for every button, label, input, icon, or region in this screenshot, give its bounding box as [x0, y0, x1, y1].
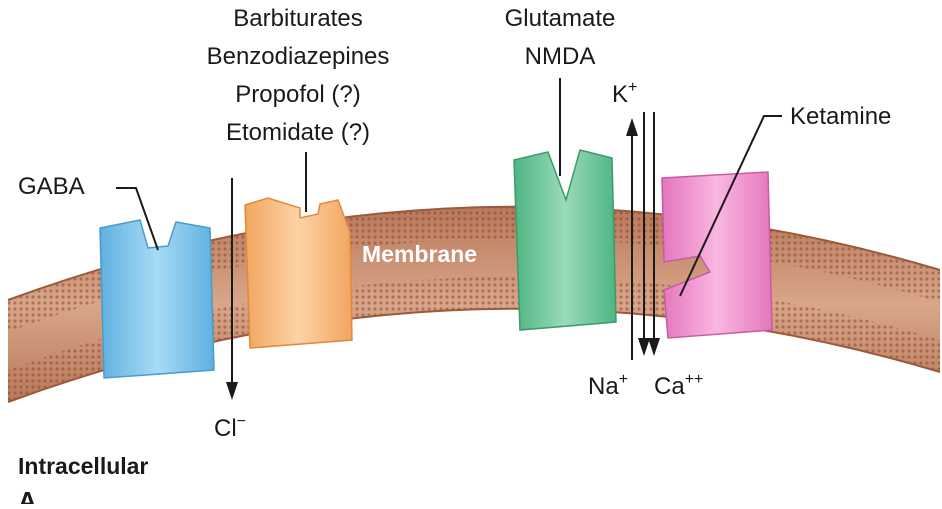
- ketamine-label: Ketamine: [790, 103, 891, 130]
- k-arrow-head: [626, 118, 638, 136]
- ketamine-site: [662, 172, 772, 338]
- cl-ion-label: Cl−: [214, 413, 246, 442]
- nmda-label: NMDA: [525, 43, 596, 70]
- panel-letter: A: [18, 486, 37, 504]
- drug-binding-site: [245, 198, 352, 348]
- drug-labels: Barbiturates Benzodiazepines Propofol (?…: [207, 5, 390, 146]
- ca-ion-label: Ca++: [654, 371, 703, 400]
- k-ion-label: K+: [612, 79, 637, 108]
- ion-flow-arrows: [626, 112, 660, 360]
- gaba-receptor: [100, 220, 214, 378]
- ca-arrow-head: [648, 338, 660, 356]
- intracellular-label: Intracellular: [18, 453, 148, 479]
- drug-label-benzodiazepines: Benzodiazepines: [207, 43, 390, 70]
- nmda-receptor: [514, 150, 616, 330]
- na-arrow-head: [638, 338, 650, 356]
- gaba-label: GABA: [18, 173, 85, 200]
- cl-arrow-head: [226, 382, 238, 400]
- drug-label-etomidate: Etomidate (?): [226, 119, 370, 146]
- membrane-label: Membrane: [362, 241, 477, 267]
- na-ion-label: Na+: [588, 371, 628, 400]
- drug-label-barbiturates: Barbiturates: [233, 5, 362, 32]
- drug-label-propofol: Propofol (?): [235, 81, 360, 108]
- glutamate-label: Glutamate: [505, 5, 616, 32]
